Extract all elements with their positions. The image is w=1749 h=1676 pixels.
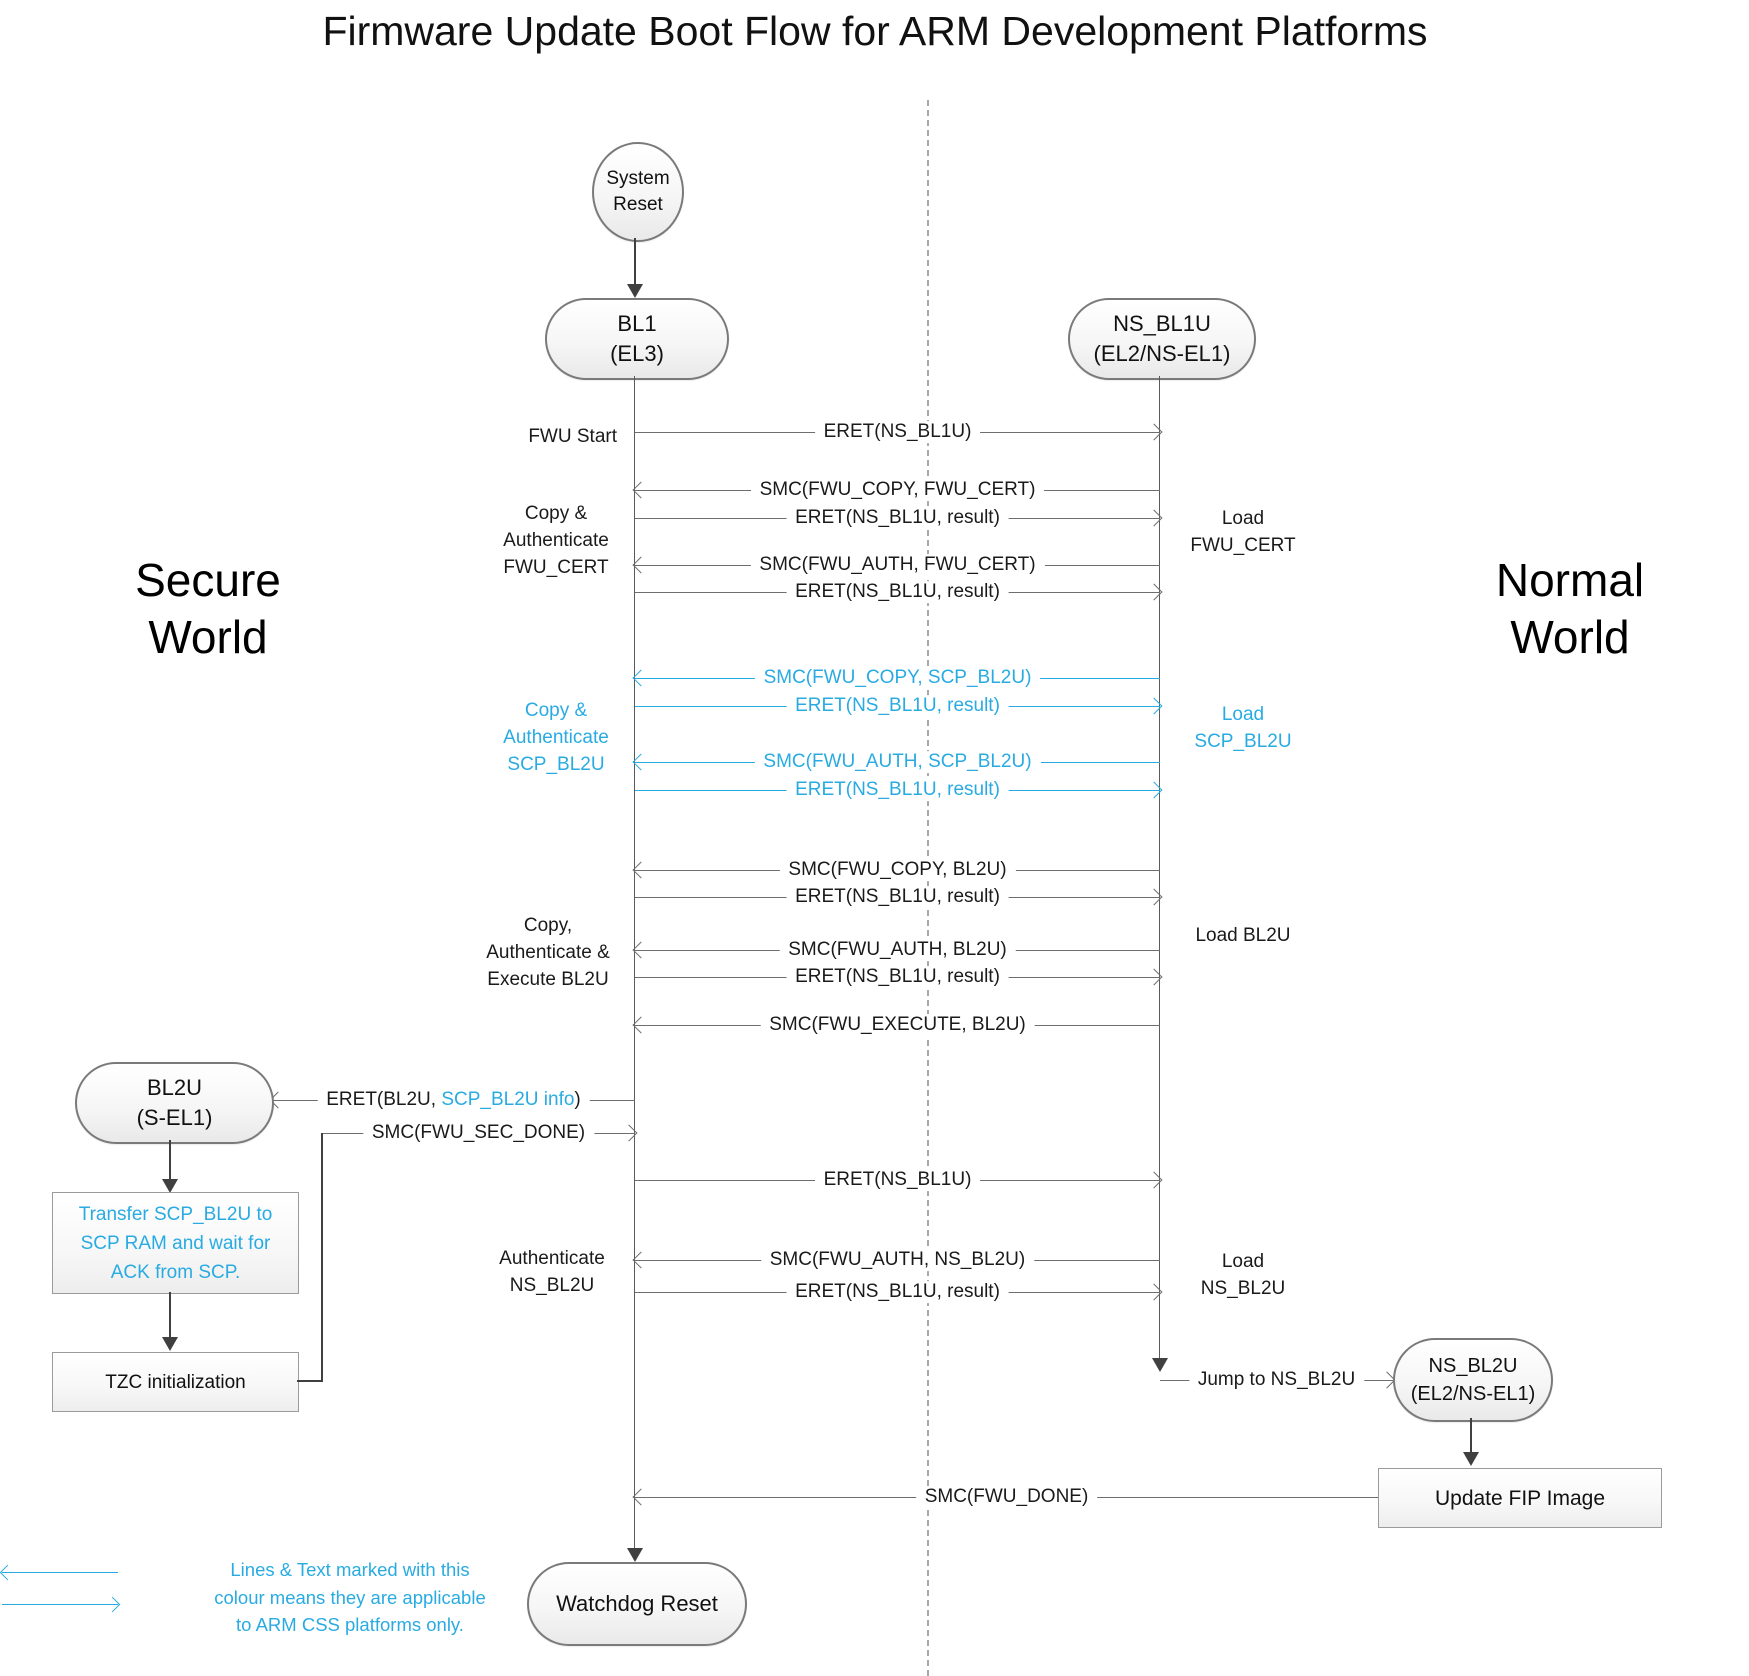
- node-system-reset: System Reset: [592, 142, 684, 242]
- message-eret-result-1: ERET(NS_BL1U, result): [635, 507, 1160, 530]
- message-smc-fwu-sec-done: SMC(FWU_SEC_DONE): [322, 1122, 635, 1145]
- message-eret-result-6: ERET(NS_BL1U, result): [635, 966, 1160, 989]
- arrow-system-reset-to-bl1-head: [627, 284, 643, 298]
- message-eret-ns-bl1u-2: ERET(NS_BL1U): [635, 1169, 1160, 1192]
- label-load-ns-bl2u: Load NS_BL2U: [1200, 1251, 1286, 1299]
- arrow-transfer-to-tzc-head: [162, 1337, 178, 1351]
- message-eret-result-2: ERET(NS_BL1U, result): [635, 581, 1160, 604]
- page-title: Firmware Update Boot Flow for ARM Develo…: [322, 8, 1428, 54]
- label-load-bl2u: Load BL2U: [1195, 925, 1291, 946]
- message-eret-result-4: ERET(NS_BL1U, result): [635, 779, 1160, 802]
- arrow-bl2u-to-transfer-head: [162, 1179, 178, 1193]
- arrow-bl2u-to-transfer-line: [169, 1140, 171, 1182]
- lifeline-bl1: [634, 376, 635, 1548]
- node-watchdog-reset: Watchdog Reset: [527, 1562, 747, 1646]
- node-bl2u: BL2U (S-EL1): [75, 1062, 274, 1144]
- message-smc-fwu-copy-fwu-cert: SMC(FWU_COPY, FWU_CERT): [635, 479, 1160, 502]
- world-label-normal: Normal World: [1495, 554, 1645, 663]
- box-update-fip-image: Update FIP Image: [1378, 1468, 1662, 1528]
- label-copy-auth-exec-bl2u: Copy, Authenticate & Execute BL2U: [486, 915, 610, 990]
- lifeline-ns-bl1u: [1159, 376, 1160, 1358]
- message-eret-result-5: ERET(NS_BL1U, result): [635, 886, 1160, 909]
- message-smc-fwu-done: SMC(FWU_DONE): [635, 1486, 1378, 1509]
- message-smc-fwu-auth-fwu-cert: SMC(FWU_AUTH, FWU_CERT): [635, 554, 1160, 577]
- message-eret-result-7: ERET(NS_BL1U, result): [635, 1281, 1160, 1304]
- label-load-scp-bl2u: Load SCP_BL2U: [1194, 704, 1292, 752]
- message-smc-fwu-auth-ns-bl2u: SMC(FWU_AUTH, NS_BL2U): [635, 1249, 1160, 1272]
- elbow-tzc-vertical: [321, 1133, 323, 1382]
- label-fwu-start: FWU Start: [528, 426, 617, 447]
- legend-note: Lines & Text marked with this colour mea…: [214, 1559, 486, 1635]
- message-eret-result-3: ERET(NS_BL1U, result): [635, 695, 1160, 718]
- arrow-bl1-to-watchdog-head: [627, 1548, 643, 1562]
- legend-arrow-left-icon: [2, 1572, 118, 1573]
- node-ns-bl1u: NS_BL1U (EL2/NS-EL1): [1068, 298, 1256, 380]
- label-auth-ns-bl2u: Authenticate NS_BL2U: [499, 1248, 605, 1296]
- node-ns-bl2u: NS_BL2U (EL2/NS-EL1): [1393, 1338, 1553, 1422]
- message-smc-fwu-auth-scp-bl2u: SMC(FWU_AUTH, SCP_BL2U): [635, 751, 1160, 774]
- node-bl1: BL1 (EL3): [545, 298, 729, 380]
- message-smc-fwu-copy-bl2u: SMC(FWU_COPY, BL2U): [635, 859, 1160, 882]
- box-tzc-initialization: TZC initialization: [52, 1352, 299, 1412]
- message-smc-fwu-auth-bl2u: SMC(FWU_AUTH, BL2U): [635, 939, 1160, 962]
- arrow-ns-bl2u-to-fip-line: [1470, 1418, 1472, 1455]
- message-smc-fwu-copy-scp-bl2u: SMC(FWU_COPY, SCP_BL2U): [635, 667, 1160, 690]
- label-load-fwu-cert: Load FWU_CERT: [1190, 508, 1296, 556]
- box-transfer-scp-bl2u: Transfer SCP_BL2U to SCP RAM and wait fo…: [52, 1192, 299, 1294]
- arrow-transfer-to-tzc-line: [169, 1292, 171, 1340]
- message-eret-ns-bl1u-start: ERET(NS_BL1U): [635, 421, 1160, 444]
- label-copy-auth-fwu-cert: Copy & Authenticate FWU_CERT: [503, 503, 609, 578]
- label-copy-auth-scp-bl2u: Copy & Authenticate SCP_BL2U: [503, 700, 609, 775]
- lifeline-ns-bl1u-end-arrow: [1152, 1358, 1168, 1372]
- message-jump-to-ns-bl2u: Jump to NS_BL2U: [1160, 1369, 1393, 1392]
- legend-arrow-right-icon: [2, 1604, 118, 1605]
- message-smc-fwu-execute-bl2u: SMC(FWU_EXECUTE, BL2U): [635, 1014, 1160, 1037]
- arrow-ns-bl2u-to-fip-head: [1463, 1452, 1479, 1466]
- arrow-system-reset-to-bl1-line: [634, 238, 636, 286]
- message-eret-bl2u-scp-info: ERET(BL2U, SCP_BL2U info): [272, 1089, 635, 1112]
- elbow-tzc-horizontal: [297, 1380, 323, 1382]
- world-label-secure: Secure World: [135, 554, 281, 663]
